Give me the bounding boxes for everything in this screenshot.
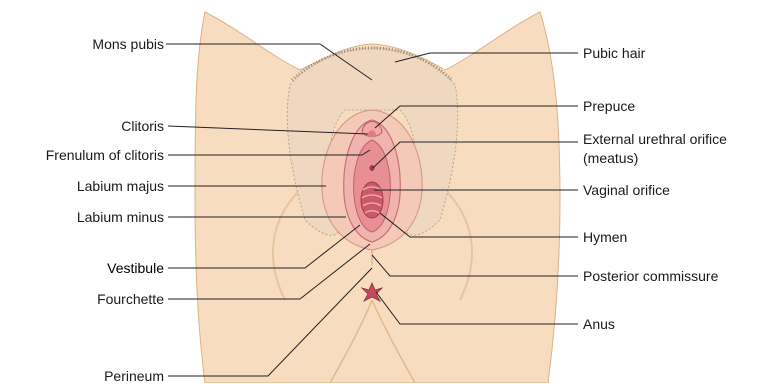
label-pubic-hair: Pubic hair bbox=[583, 45, 645, 61]
label-external-urethral-orifice: External urethral orifice bbox=[583, 131, 727, 147]
label-posterior-commissure: Posterior commissure bbox=[583, 268, 718, 284]
label-frenulum-of-clitoris: Frenulum of clitoris bbox=[46, 147, 164, 163]
label-clitoris: Clitoris bbox=[121, 118, 164, 134]
label-meatus: (meatus) bbox=[583, 150, 638, 166]
label-fourchette: Fourchette bbox=[97, 291, 164, 307]
urethral-orifice-shape bbox=[370, 165, 375, 171]
label-anus: Anus bbox=[583, 316, 615, 332]
label-perineum: Perineum bbox=[104, 368, 164, 384]
label-hymen: Hymen bbox=[583, 229, 627, 245]
label-vaginal-orifice: Vaginal orifice bbox=[583, 182, 670, 198]
label-labium-majus: Labium majus bbox=[77, 178, 164, 194]
label-labium-minus: Labium minus bbox=[77, 209, 164, 225]
label-prepuce: Prepuce bbox=[583, 98, 635, 114]
clitoris-shape bbox=[368, 131, 376, 138]
label-vestibule: Vestibule bbox=[107, 260, 164, 276]
label-mons-pubis: Mons pubis bbox=[92, 36, 164, 52]
